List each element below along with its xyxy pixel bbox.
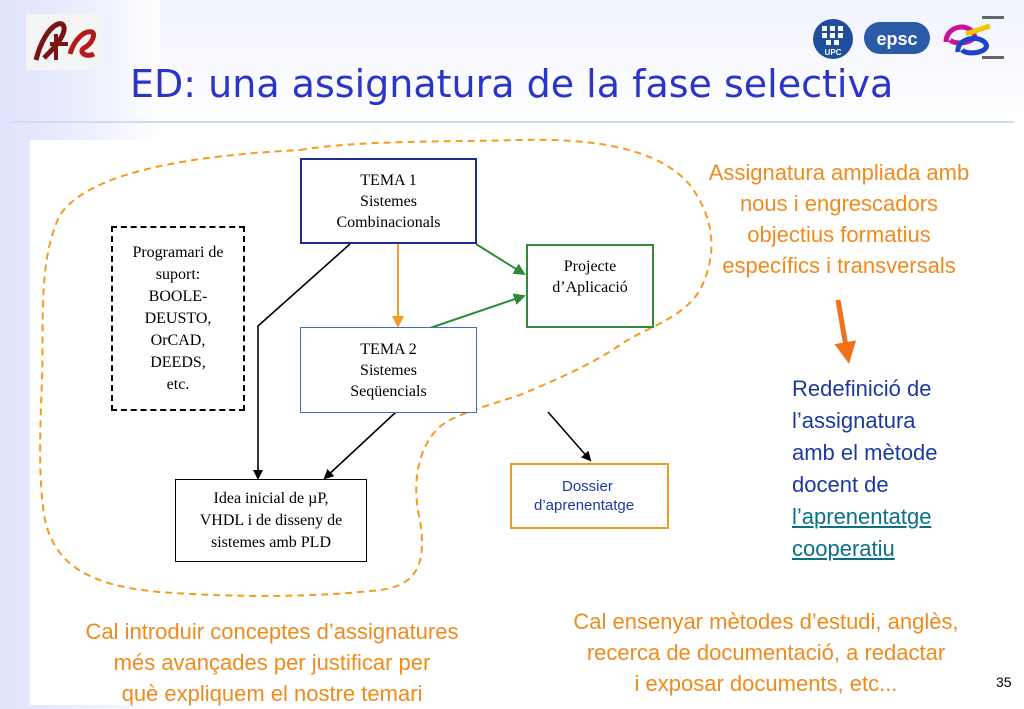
box-idea-inicial: Idea inicial de µP, VHDL i de disseny de… <box>175 479 367 562</box>
arrow-note-to-redefinicio <box>834 299 857 364</box>
arrow-tema1-to-idea <box>253 243 351 480</box>
upc-logo: UPC <box>812 18 854 60</box>
note-assignatura-ampliada: Assignatura ampliada amb nous i engresca… <box>676 157 1002 281</box>
arrow-tema2-to-projecte <box>429 293 526 329</box>
note-line: què expliquem el nostre temari <box>121 681 423 706</box>
note-line: Assignatura ampliada amb <box>708 160 970 185</box>
arrow-cloud-to-dossier <box>547 411 592 462</box>
link-cooperatiu[interactable]: cooperatiu <box>792 536 895 561</box>
note-line: Cal ensenyar mètodes d’estudi, anglès, <box>573 609 959 634</box>
box-programari-line: DEEDS, <box>150 353 206 371</box>
box-dossier-line: Dossier <box>562 478 613 495</box>
box-tema2: TEMA 2 Sistemes Seqüencials <box>300 327 477 413</box>
box-projecte-line: d’Aplicació <box>552 279 628 296</box>
box-dossier-aprenentatge: Dossier d’aprenentatge <box>510 463 669 529</box>
svg-text:epsc: epsc <box>876 29 917 49</box>
box-programari-line: Programari de <box>132 243 224 261</box>
box-tema2-line: Sistemes <box>360 361 417 379</box>
box-tema1-line: Combinacionals <box>336 213 441 231</box>
box-dossier-line: d’aprenentatge <box>534 497 635 514</box>
slide-title: ED: una assignatura de la fase selectiva <box>130 62 894 106</box>
epsc-logo: epsc <box>862 18 932 58</box>
grouping-cloud-outline <box>39 138 713 597</box>
title-divider <box>10 121 1014 123</box>
background-top-band <box>0 0 1024 120</box>
note-line: amb el mètode <box>792 440 938 465</box>
box-programari-line: DEUSTO, <box>144 309 212 327</box>
box-programari-line: etc. <box>166 375 190 393</box>
note-line: Cal introduir conceptes d’assignatures <box>85 619 459 644</box>
note-line: més avançades per justificar per <box>113 650 431 675</box>
note-line: recerca de documentació, a redactar <box>586 640 946 665</box>
note-line: l’assignatura <box>792 408 916 433</box>
note-cal-introduir: Cal introduir conceptes d’assignatures m… <box>30 616 514 709</box>
page-number: 35 <box>996 674 1012 690</box>
note-line: específics i transversals <box>722 253 956 278</box>
box-tema1-line: Sistemes <box>360 192 417 210</box>
box-projecte-line: Projecte <box>563 258 617 275</box>
box-projecte-aplicacio: Projecte d’Aplicació <box>526 244 654 328</box>
box-tema2-line: Seqüencials <box>350 382 427 400</box>
box-programari-line: BOOLE- <box>148 287 208 305</box>
box-idea-line: VHDL i de disseny de <box>199 511 343 529</box>
note-line: objectius formatius <box>747 222 931 247</box>
arrow-tema1-to-projecte <box>475 243 526 276</box>
box-tema1: TEMA 1 Sistemes Combinacionals <box>300 158 477 244</box>
box-programari-line: suport: <box>155 265 201 283</box>
link-aprenentatge[interactable]: l’aprenentatge <box>792 504 932 529</box>
arrow-tema2-to-idea <box>323 411 397 480</box>
note-line: Redefinició de <box>792 376 932 401</box>
box-idea-line: sistemes amb PLD <box>211 533 331 551</box>
box-programari-suport: Programari de suport: BOOLE- DEUSTO, OrC… <box>111 226 245 411</box>
svg-text:UPC: UPC <box>825 48 842 57</box>
box-programari-line: OrCAD, <box>150 331 206 349</box>
colorful-e-logo <box>936 12 1008 64</box>
note-redefinicio: Redefinició de l’assignatura amb el mèto… <box>792 373 938 565</box>
box-tema1-line: TEMA 1 <box>360 171 417 189</box>
note-line: i exposar documents, etc... <box>634 671 898 696</box>
note-line: nous i engrescadors <box>739 191 939 216</box>
note-cal-ensenyar: Cal ensenyar mètodes d’estudi, anglès, r… <box>528 606 1004 699</box>
box-idea-line: Idea inicial de µP, <box>213 489 329 507</box>
university-monogram-logo <box>26 14 100 70</box>
box-tema2-line: TEMA 2 <box>360 340 417 358</box>
note-line: docent de <box>792 472 889 497</box>
